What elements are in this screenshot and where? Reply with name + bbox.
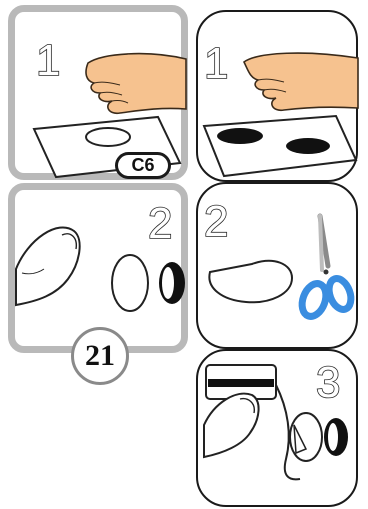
hand-icon bbox=[244, 53, 358, 110]
step-number: 3 bbox=[316, 358, 340, 407]
step-1b-illustration: 1 bbox=[196, 10, 358, 182]
filled-circle-left bbox=[217, 128, 263, 144]
outline-circle bbox=[86, 128, 130, 146]
finger-icon bbox=[16, 227, 80, 305]
page-number-badge: 21 bbox=[71, 327, 129, 385]
step-number: 1 bbox=[204, 39, 228, 88]
step-3-illustration: 3 bbox=[196, 349, 358, 507]
step-1-panel: 1 bbox=[196, 10, 358, 182]
step-2b-illustration: 2 bbox=[196, 182, 358, 349]
step-number: 2 bbox=[148, 199, 172, 248]
cut-disc-shape bbox=[209, 261, 292, 302]
step-2-panel: 2 bbox=[196, 182, 358, 349]
filled-circle-right bbox=[286, 138, 330, 154]
circle-piece-front bbox=[112, 255, 148, 311]
scissors-icon bbox=[298, 216, 355, 320]
step-3-panel: 3 bbox=[196, 349, 358, 507]
step-1-reference-panel: 1 C6 bbox=[8, 5, 188, 180]
step-number: 2 bbox=[204, 197, 228, 246]
template-code-badge: C6 bbox=[115, 152, 171, 179]
finger-icon bbox=[204, 394, 259, 457]
step-number: 1 bbox=[36, 36, 60, 85]
circle-piece-edge bbox=[328, 423, 338, 451]
hand-icon bbox=[86, 54, 186, 114]
circle-piece-edge bbox=[162, 267, 174, 299]
card-shape bbox=[204, 116, 356, 176]
